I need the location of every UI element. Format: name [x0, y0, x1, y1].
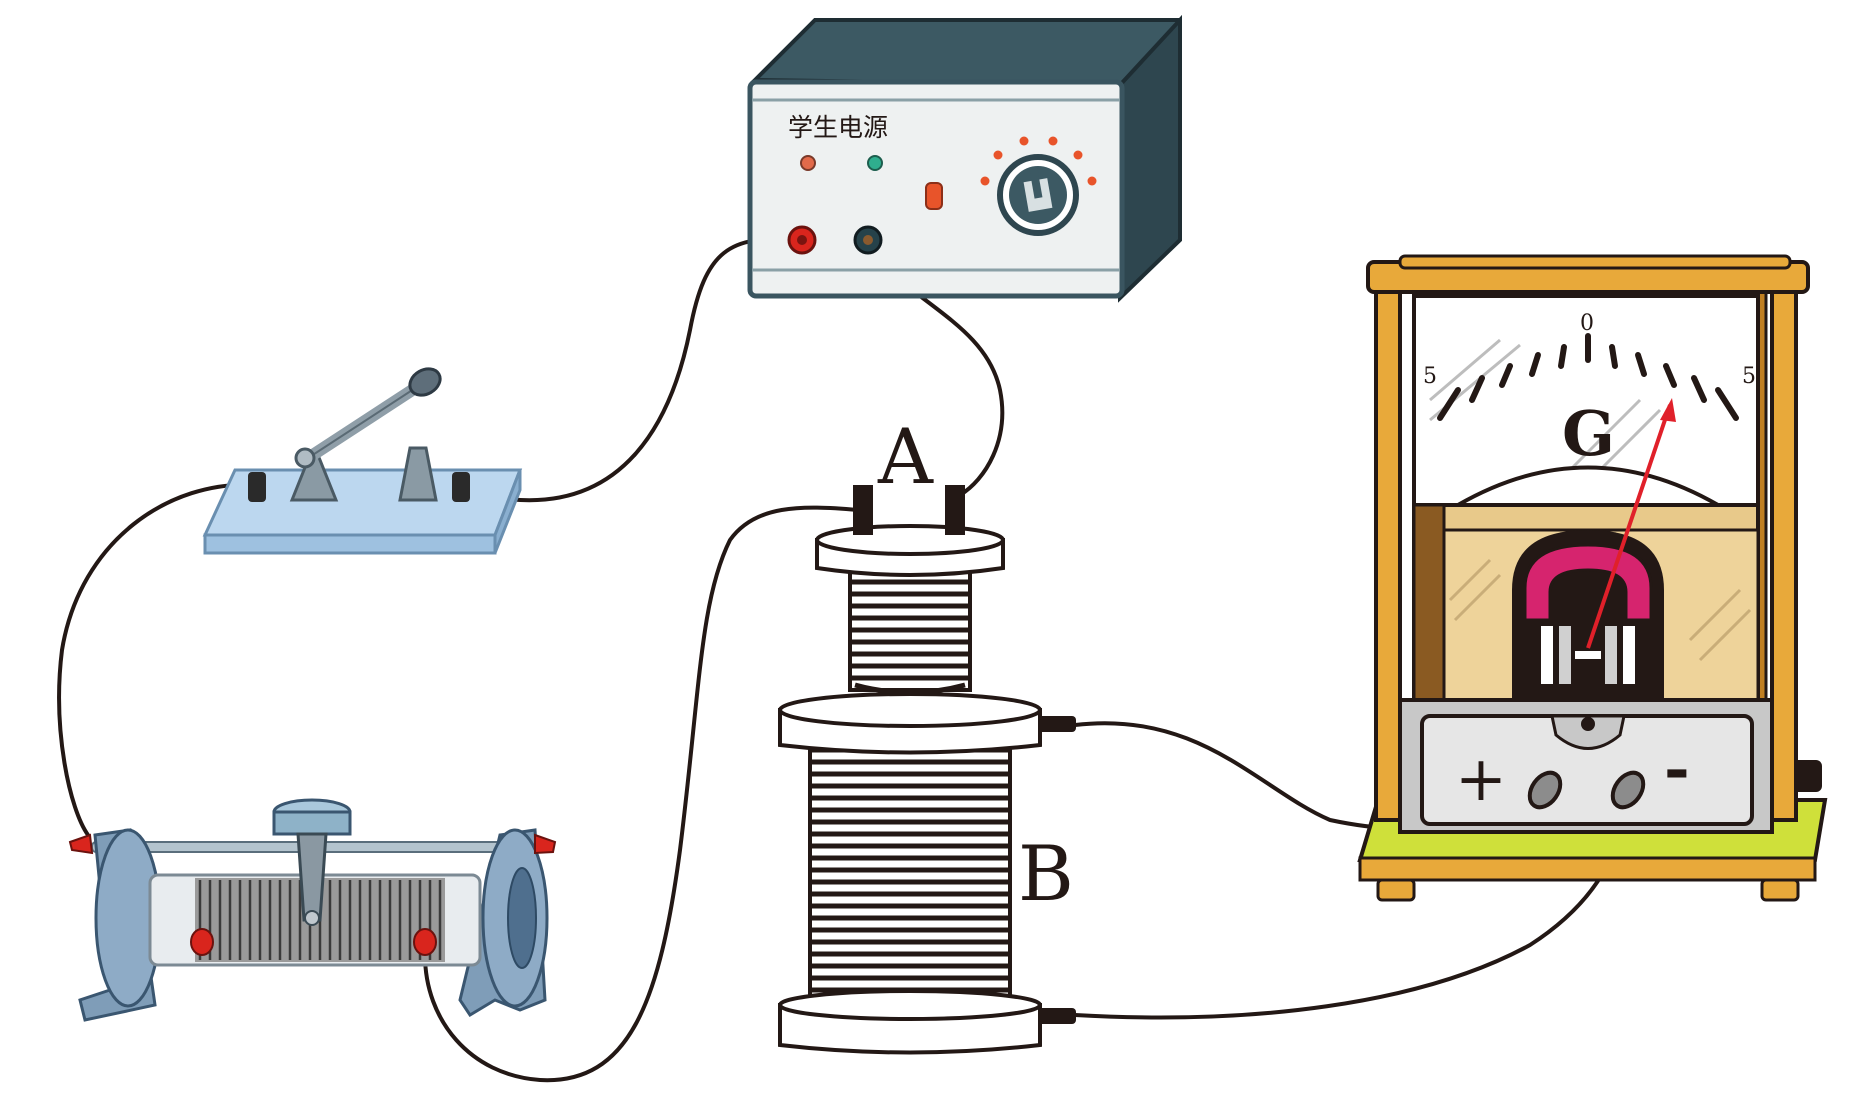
coil-a-terminal-right[interactable]: [945, 485, 965, 535]
scale-left-label: 5: [1423, 364, 1437, 389]
power-supply-label: 学生电源: [788, 113, 888, 142]
horseshoe-magnet: [1523, 543, 1653, 622]
voltage-knob[interactable]: [997, 154, 1079, 236]
coil-b-label: B: [1018, 829, 1074, 918]
terminal-plus-label: +: [1455, 742, 1507, 815]
rheostat-terminal-top-right[interactable]: [534, 833, 557, 855]
coil-b: B: [778, 692, 1076, 1055]
galvanometer-symbol: G: [1562, 397, 1615, 470]
sliding-rheostat[interactable]: [68, 798, 557, 1022]
coil-b-terminal-top[interactable]: [1038, 716, 1076, 732]
knife-switch[interactable]: [202, 364, 523, 555]
switch-handle[interactable]: [405, 364, 445, 401]
fuse-icon: [925, 182, 943, 210]
power-terminal-negative[interactable]: [853, 225, 883, 255]
rheostat-terminal-bottom-right[interactable]: [413, 928, 437, 956]
wire-power-to-switch: [458, 237, 797, 503]
galvanometer: 0 5 5 G + -: [1357, 254, 1828, 902]
coil-a-label: A: [877, 412, 934, 501]
dial-scale-ticks: [1437, 333, 1739, 421]
switch-post-right[interactable]: [452, 472, 470, 502]
power-supply: 学生电源: [747, 14, 1182, 303]
rheostat-terminal-top-left[interactable]: [68, 833, 94, 855]
galvanometer-pointer: [1586, 404, 1672, 649]
indicator-light-red: [800, 155, 816, 171]
terminal-minus-label: -: [1664, 732, 1690, 805]
wire-rheostat-to-coil-a: [423, 505, 860, 1083]
power-terminal-positive[interactable]: [787, 225, 817, 255]
rheostat-slider[interactable]: [272, 798, 352, 926]
wire-switch-to-rheostat: [57, 482, 257, 837]
coil-a[interactable]: A: [815, 412, 1005, 695]
dial-scale-dots: [980, 136, 1097, 186]
indicator-light-green: [867, 155, 883, 171]
coil-b-terminal-bottom[interactable]: [1038, 1008, 1076, 1024]
coil-a-terminal-left[interactable]: [853, 485, 873, 535]
switch-post-left[interactable]: [248, 472, 266, 502]
scale-zero-label: 0: [1580, 311, 1594, 336]
scale-right-label: 5: [1742, 364, 1756, 389]
galvanometer-terminal-plus[interactable]: [1523, 767, 1566, 813]
galvanometer-terminal-minus[interactable]: [1606, 767, 1649, 813]
rheostat-terminal-bottom-left[interactable]: [190, 928, 214, 956]
